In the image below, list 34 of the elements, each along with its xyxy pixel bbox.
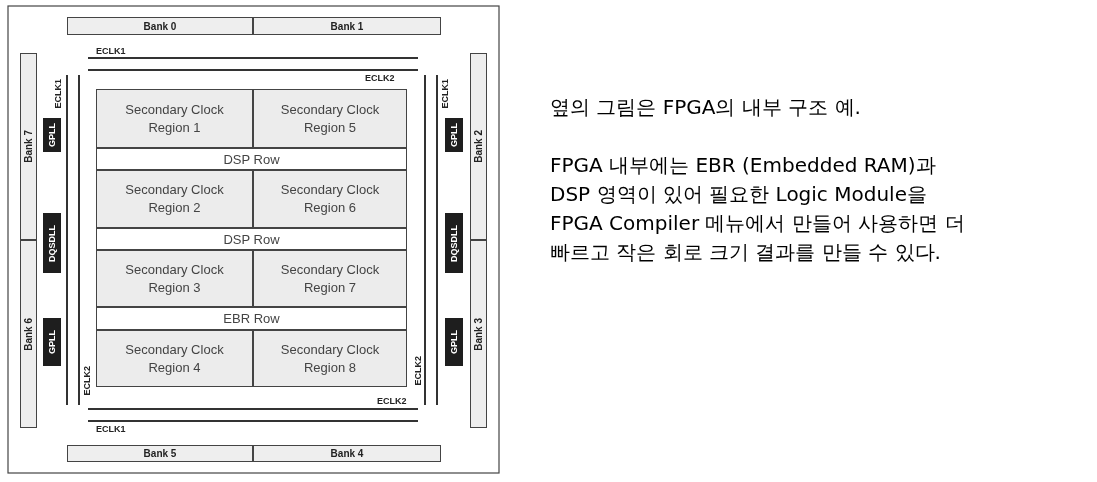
pll-block: GPLL [445,118,463,152]
region-cell: Secondary Clock Region 4 [96,330,253,387]
region-cell: Secondary Clock Region 8 [253,330,407,387]
pll-block: GPLL [43,318,61,366]
row-band: DSP Row [96,228,407,250]
rail-label: ECLK1 [440,79,450,109]
rail-label: ECLK2 [413,356,423,386]
rail-label: ECLK2 [82,366,92,396]
row-band: EBR Row [96,307,407,330]
bank-box: Bank 5 [67,445,253,462]
region-cell: Secondary Clock Region 2 [96,170,253,228]
bank-box: Bank 6 [20,240,37,428]
paragraph: FPGA 내부에는 EBR (Embedded RAM)과 DSP 영역이 있어 필요한 Logic Module을 FPGA Compiler 메뉴에서 만들어 사용하면 더 빠르고 작은 회로 크기 결과를 만들 수 있다. [550,152,966,266]
bank-box: Bank 0 [67,17,253,35]
row-band: DSP Row [96,148,407,170]
dll-block: DQSDLL [43,213,61,273]
region-cell: Secondary Clock Region 1 [96,89,253,148]
pll-block: GPLL [445,318,463,366]
bank-box: Bank 1 [253,17,441,35]
bank-box: Bank 7 [20,53,37,240]
region-cell: Secondary Clock Region 3 [96,250,253,307]
region-cell: Secondary Clock Region 6 [253,170,407,228]
bank-box: Bank 2 [470,53,487,240]
region-cell: Secondary Clock Region 5 [253,89,407,148]
paragraph: 옆의 그림은 FPGA의 내부 구조 예. [550,94,862,121]
pll-block: GPLL [43,118,61,152]
region-cell: Secondary Clock Region 7 [253,250,407,307]
bank-box: Bank 4 [253,445,441,462]
rail-label: ECLK1 [96,46,126,56]
rail-label: ECLK2 [377,396,407,406]
rail-label: ECLK1 [96,424,126,434]
bank-box: Bank 3 [470,240,487,428]
dll-block: DQSDLL [445,213,463,273]
rail-label: ECLK1 [53,79,63,109]
